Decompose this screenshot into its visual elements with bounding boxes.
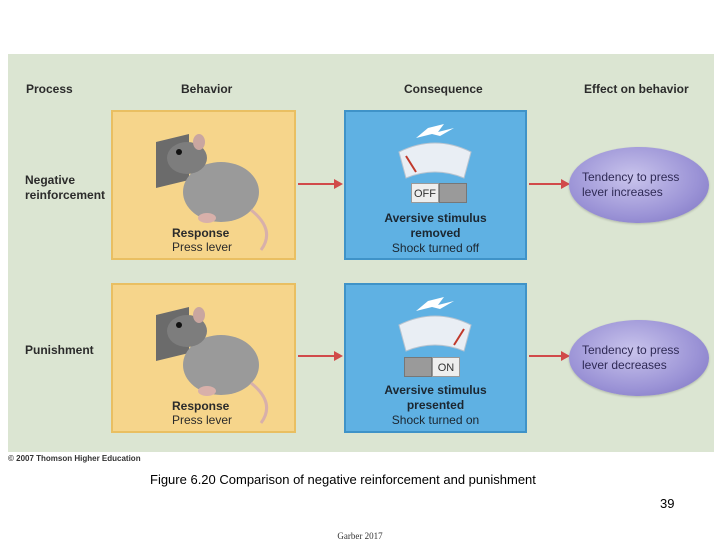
response-text: Response Press lever — [172, 226, 232, 254]
meter-needle — [453, 328, 465, 346]
process-label-punishment: Punishment — [25, 343, 94, 357]
slide-footer: Garber 2017 — [337, 531, 383, 541]
stimulus-title: Aversive stimulus — [384, 211, 487, 225]
response-detail: Press lever — [172, 413, 233, 427]
header-consequence: Consequence — [404, 82, 483, 96]
switch-off-label: OFF — [411, 183, 439, 203]
process-label-negative-reinforcement: Negative reinforcement — [25, 173, 106, 202]
effect-ellipse — [569, 320, 709, 396]
header-behavior: Behavior — [181, 82, 233, 96]
figure-caption: Figure 6.20 Comparison of negative reinf… — [150, 472, 536, 487]
arrow-consequence-to-effect — [529, 351, 570, 361]
shock-meter-illustration — [398, 124, 472, 179]
lightning-icon — [416, 124, 454, 138]
header-process: Process — [26, 82, 73, 96]
copyright-text: © 2007 Thomson Higher Education — [8, 454, 141, 463]
effect-ellipse — [569, 147, 709, 223]
header-effect: Effect on behavior — [584, 82, 689, 96]
response-detail: Press lever — [172, 240, 233, 254]
lightning-icon — [416, 297, 454, 311]
page-number: 39 — [660, 496, 675, 511]
rat-lever-illustration — [156, 134, 269, 251]
shock-meter-illustration — [398, 297, 472, 352]
arrow-behavior-to-consequence — [298, 351, 343, 361]
arrow-behavior-to-consequence — [298, 179, 343, 189]
response-title: Response — [172, 399, 230, 413]
arrow-consequence-to-effect — [529, 179, 570, 189]
consequence-text: Aversive stimulus presented Shock turned… — [344, 383, 527, 428]
stimulus-state: removed — [410, 226, 461, 240]
rat-lever-illustration — [156, 307, 269, 424]
response-title: Response — [172, 226, 230, 240]
response-text: Response Press lever — [172, 399, 232, 427]
switch-toggle — [439, 183, 467, 203]
stimulus-title: Aversive stimulus — [384, 383, 487, 397]
effect-text: Tendency to press lever decreases — [582, 343, 680, 372]
stimulus-state: presented — [406, 398, 465, 412]
meter-needle — [405, 155, 417, 173]
switch-on-label: ON — [432, 357, 460, 377]
stimulus-note: Shock turned on — [391, 413, 480, 427]
stimulus-note: Shock turned off — [391, 241, 480, 255]
switch-toggle — [404, 357, 432, 377]
consequence-text: Aversive stimulus removed Shock turned o… — [344, 211, 527, 256]
effect-text: Tendency to press lever increases — [582, 170, 680, 199]
